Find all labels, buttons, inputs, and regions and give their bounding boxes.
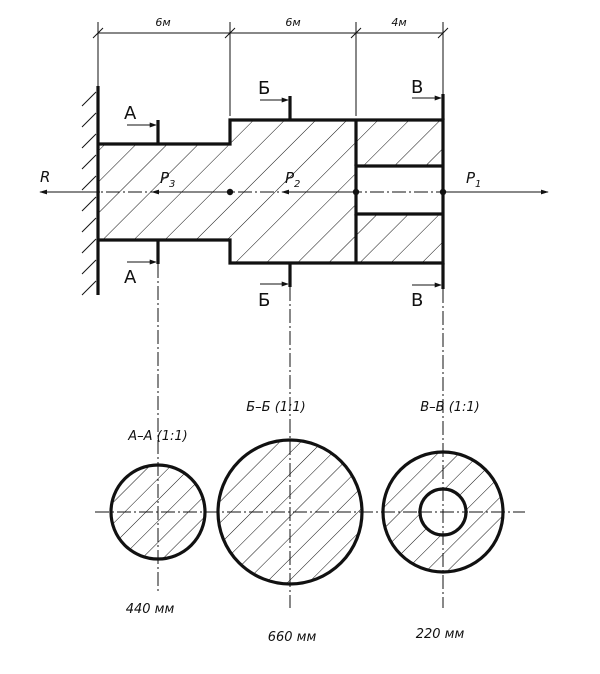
load-p3-label: P3 bbox=[160, 169, 175, 190]
load-p2-label: P2 bbox=[285, 169, 300, 190]
dimension-label-2: 6м bbox=[285, 16, 300, 29]
section-v-v bbox=[381, 450, 505, 574]
section-size-b: 660 мм bbox=[268, 630, 317, 645]
force-axis bbox=[39, 188, 549, 196]
section-title-b: Б–Б (1:1) bbox=[246, 400, 306, 415]
section-mark-b-top: Б bbox=[258, 78, 270, 99]
section-size-a: 440 мм bbox=[126, 602, 175, 617]
section-markers bbox=[127, 94, 445, 289]
dimension-label-1: 6м bbox=[155, 16, 170, 29]
section-b-b bbox=[216, 438, 364, 586]
fixed-support bbox=[81, 86, 100, 296]
dimension-label-3: 4м bbox=[391, 16, 406, 29]
section-title-a: А–А (1:1) bbox=[127, 429, 187, 444]
section-title-v: В–В (1:1) bbox=[420, 400, 480, 415]
dimension-lines bbox=[92, 22, 449, 116]
section-mark-v-top: В bbox=[411, 77, 423, 98]
section-mark-b-bottom: Б bbox=[258, 290, 270, 311]
reaction-label: R bbox=[40, 168, 50, 186]
section-mark-a-top: А bbox=[124, 103, 137, 124]
section-mark-v-bottom: В bbox=[411, 290, 423, 311]
section-mark-a-bottom: А bbox=[124, 267, 137, 288]
section-size-v: 220 мм bbox=[416, 627, 465, 642]
section-a-a bbox=[109, 463, 207, 561]
load-p1-label: P1 bbox=[466, 169, 481, 190]
